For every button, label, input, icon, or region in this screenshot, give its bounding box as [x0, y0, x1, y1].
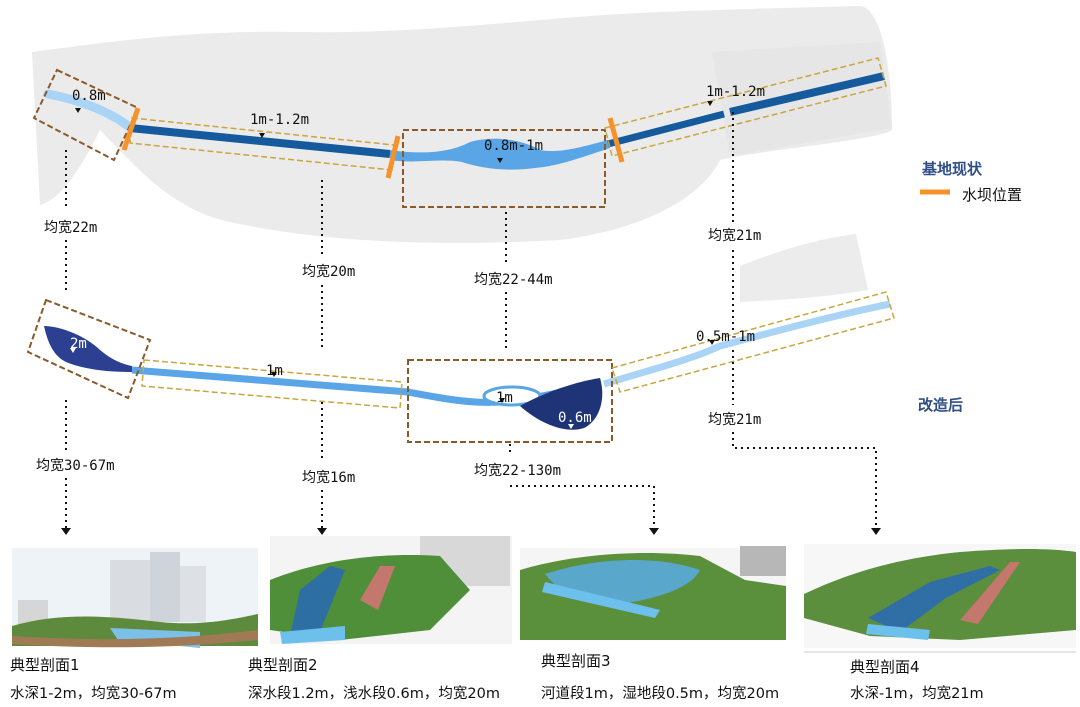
current-width-label: 均宽20m — [302, 264, 356, 280]
section-photo-4 — [804, 544, 1076, 653]
current-width-label: 均宽22m — [44, 220, 98, 236]
section-title-1: 典型剖面1 — [10, 656, 80, 674]
depth-marker — [499, 398, 505, 403]
dam-1 — [121, 107, 141, 151]
box-current-1 — [32, 68, 140, 162]
dam-2 — [385, 135, 401, 179]
current-depth-label: 1m-1.2m — [250, 112, 310, 128]
current-depth-label: 1m-1.2m — [706, 84, 766, 100]
river-after-channel-1 — [131, 366, 409, 396]
depth-marker — [70, 348, 76, 353]
depth-marker — [497, 158, 503, 163]
current-width-label: 均宽22-44m — [474, 272, 553, 288]
river-after-channel-3 — [602, 300, 891, 388]
current-depth-label: 0.8m — [72, 88, 106, 104]
current-site-map — [32, 6, 892, 243]
river-after-pool-2 — [520, 378, 603, 430]
box-after-1 — [26, 298, 152, 400]
depth-marker — [75, 108, 81, 113]
section-photo-1 — [12, 548, 258, 648]
legend-current-title: 基地现状 — [922, 160, 983, 178]
section-desc-2: 深水段1.2m，浅水段0.6m，均宽20m — [248, 686, 500, 702]
section-desc-4: 水深-1m，均宽21m — [850, 686, 984, 702]
section-photos — [12, 536, 1076, 653]
current-depth-label: 0.8m-1m — [484, 138, 544, 154]
wetland-island — [482, 385, 542, 407]
river-current-deep-1 — [129, 124, 391, 158]
box-current-4 — [604, 57, 887, 157]
section-title-4: 典型剖面4 — [850, 658, 920, 676]
after-depth-label: 1m — [266, 363, 283, 379]
after-depth-label: 1m — [496, 390, 513, 406]
after-depth-label: 0.6m — [558, 410, 592, 426]
section-photo-2 — [270, 536, 512, 644]
section-desc-1: 水深1-2m，均宽30-67m — [10, 686, 177, 702]
legend-dam-label: 水坝位置 — [962, 186, 1023, 204]
river-current-deep-3 — [729, 72, 885, 116]
site-land-after-right — [740, 234, 868, 302]
box-after-2 — [141, 359, 403, 409]
after-site-map — [26, 234, 895, 443]
current-width-label: 均宽21m — [708, 228, 762, 244]
box-after-4 — [611, 291, 895, 393]
depth-marker — [707, 101, 713, 106]
section-desc-3: 河道段1m，湿地段0.5m，均宽20m — [541, 686, 780, 702]
dam-3 — [607, 117, 625, 163]
river-after-pool-1 — [44, 326, 132, 372]
after-width-label: 均宽16m — [302, 470, 356, 486]
after-width-label: 均宽30-67m — [36, 458, 115, 474]
river-current-deep-2 — [607, 110, 725, 148]
river-current-light — [43, 89, 133, 131]
site-land — [32, 6, 892, 243]
depth-marker — [271, 372, 277, 377]
section-title-2: 典型剖面2 — [248, 656, 318, 674]
arrow-heads — [61, 528, 881, 535]
after-depth-label: 2m — [70, 336, 87, 352]
box-after-3 — [407, 359, 613, 443]
box-current-3 — [402, 129, 606, 208]
depth-marker — [709, 340, 715, 345]
after-depth-label: 0.5m-1m — [696, 329, 756, 345]
legend-after-title: 改造后 — [918, 396, 964, 414]
after-width-label: 均宽21m — [708, 412, 762, 428]
section-photo-3 — [520, 546, 786, 640]
section-title-3: 典型剖面3 — [541, 652, 611, 670]
river-current-mid — [390, 138, 610, 170]
depth-marker — [259, 133, 265, 138]
leader-lines — [65, 112, 877, 528]
depth-marker — [568, 424, 574, 429]
after-width-label: 均宽22-130m — [474, 463, 562, 479]
